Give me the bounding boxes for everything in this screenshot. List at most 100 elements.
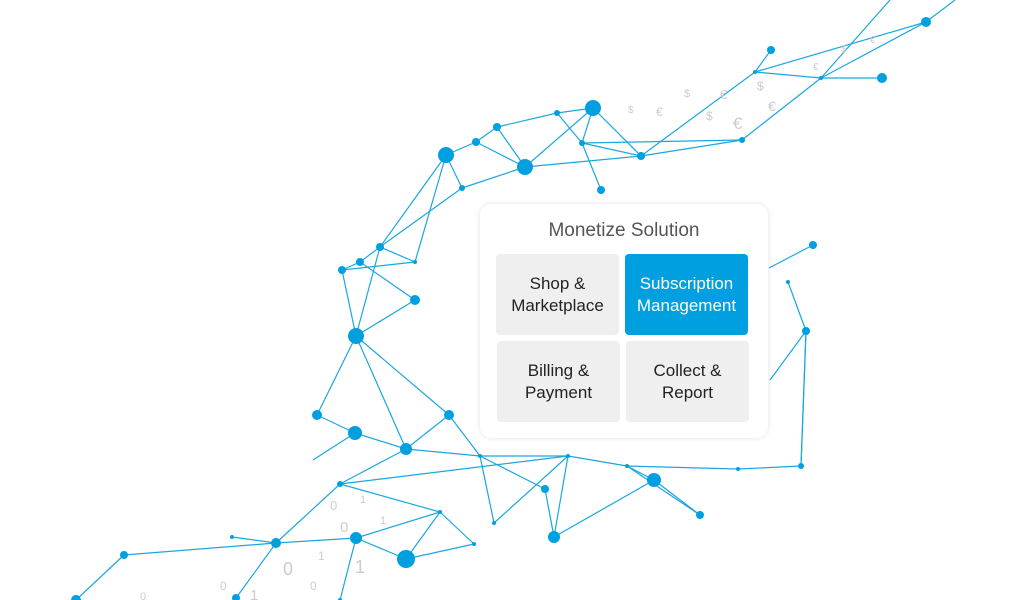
network-edge xyxy=(768,244,814,269)
network-edge xyxy=(355,537,407,560)
network-edge xyxy=(493,455,569,524)
network-edge xyxy=(820,0,891,79)
network-node xyxy=(444,410,454,420)
network-edge xyxy=(359,261,416,301)
network-edge xyxy=(341,261,416,271)
network-node xyxy=(736,467,740,471)
decor-glyph: € xyxy=(656,105,663,119)
network-edge xyxy=(524,155,642,168)
network-edge xyxy=(524,107,594,168)
network-edge xyxy=(405,511,441,560)
network-node xyxy=(472,542,476,546)
network-edge xyxy=(925,0,956,23)
network-node xyxy=(739,137,745,143)
network-edge xyxy=(75,554,125,600)
network-edge xyxy=(754,21,927,73)
network-edge xyxy=(379,246,416,263)
network-edge xyxy=(475,126,498,143)
network-node xyxy=(802,327,810,335)
network-edge xyxy=(479,455,546,490)
network-node xyxy=(232,594,240,600)
network-edge xyxy=(316,335,357,416)
tile-label: Collect & xyxy=(653,360,722,380)
tile-billing-payment[interactable]: Billing &Payment xyxy=(497,341,620,422)
network-node xyxy=(566,454,570,458)
network-node xyxy=(517,159,533,175)
decor-glyph: $ xyxy=(841,44,847,55)
decor-glyph: 1 xyxy=(355,557,365,577)
network-node xyxy=(472,138,480,146)
network-node xyxy=(438,510,442,514)
network-edge xyxy=(496,126,526,168)
network-node xyxy=(637,152,645,160)
decor-glyph: 1 xyxy=(380,515,386,527)
network-edge xyxy=(439,511,475,545)
network-edge xyxy=(341,269,357,337)
network-edge xyxy=(354,432,407,450)
network-edge xyxy=(316,414,356,434)
network-edge xyxy=(275,537,357,544)
network-node xyxy=(459,185,465,191)
network-node xyxy=(921,17,931,27)
network-node xyxy=(356,258,364,266)
decor-glyph: $ xyxy=(706,109,713,123)
network-edge xyxy=(544,488,555,538)
decor-glyph: 0 xyxy=(220,579,227,593)
network-edge xyxy=(448,414,481,457)
decor-glyph: € xyxy=(813,62,819,73)
network-node xyxy=(819,76,823,80)
network-edge xyxy=(231,536,277,544)
network-node xyxy=(798,463,804,469)
network-edge xyxy=(553,455,569,538)
tile-label: Billing & xyxy=(527,360,590,380)
network-edge xyxy=(741,77,822,141)
network-node xyxy=(554,110,560,116)
network-node xyxy=(492,521,496,525)
network-edge xyxy=(581,142,602,191)
network-edge xyxy=(312,432,356,461)
network-edge xyxy=(275,483,341,544)
network-edge xyxy=(581,142,642,157)
network-node xyxy=(579,140,585,146)
network-node xyxy=(438,147,454,163)
network-node xyxy=(696,511,704,519)
network-edge xyxy=(581,139,743,144)
decor-glyph: 0 xyxy=(140,591,146,600)
network-edge xyxy=(640,139,743,157)
network-edge xyxy=(355,299,416,337)
network-edge xyxy=(355,335,407,450)
network-edge xyxy=(355,335,450,416)
network-node xyxy=(541,485,549,493)
network-node xyxy=(478,454,482,458)
network-edge xyxy=(359,246,381,263)
network-edge xyxy=(475,141,526,168)
network-node xyxy=(397,550,415,568)
network-edge xyxy=(379,154,447,248)
network-node xyxy=(585,100,601,116)
decor-glyph: 0 xyxy=(330,498,337,513)
network-node xyxy=(338,266,346,274)
decor-glyph: 1 xyxy=(360,494,366,506)
panel-title: Monetize Solution xyxy=(548,220,700,241)
network-edge xyxy=(567,455,628,467)
tile-label: Subscription xyxy=(639,273,734,293)
decor-glyph: $ xyxy=(684,88,690,100)
network-edge xyxy=(820,21,927,79)
network-node xyxy=(548,531,560,543)
tile-label: Report xyxy=(661,382,714,402)
network-node xyxy=(400,443,412,455)
decor-glyph: € xyxy=(870,35,876,46)
network-edge xyxy=(461,166,526,189)
decor-glyph: $ xyxy=(757,79,764,93)
tile-collect-report[interactable]: Collect &Report xyxy=(626,341,749,422)
decor-glyph: 0 xyxy=(310,579,317,593)
network-edge xyxy=(787,281,807,332)
network-node xyxy=(337,481,343,487)
tile-shop-marketplace[interactable]: Shop &Marketplace xyxy=(496,254,619,335)
network-edge xyxy=(405,543,475,560)
network-edge xyxy=(339,537,357,600)
network-node xyxy=(767,46,775,54)
network-node xyxy=(350,532,362,544)
